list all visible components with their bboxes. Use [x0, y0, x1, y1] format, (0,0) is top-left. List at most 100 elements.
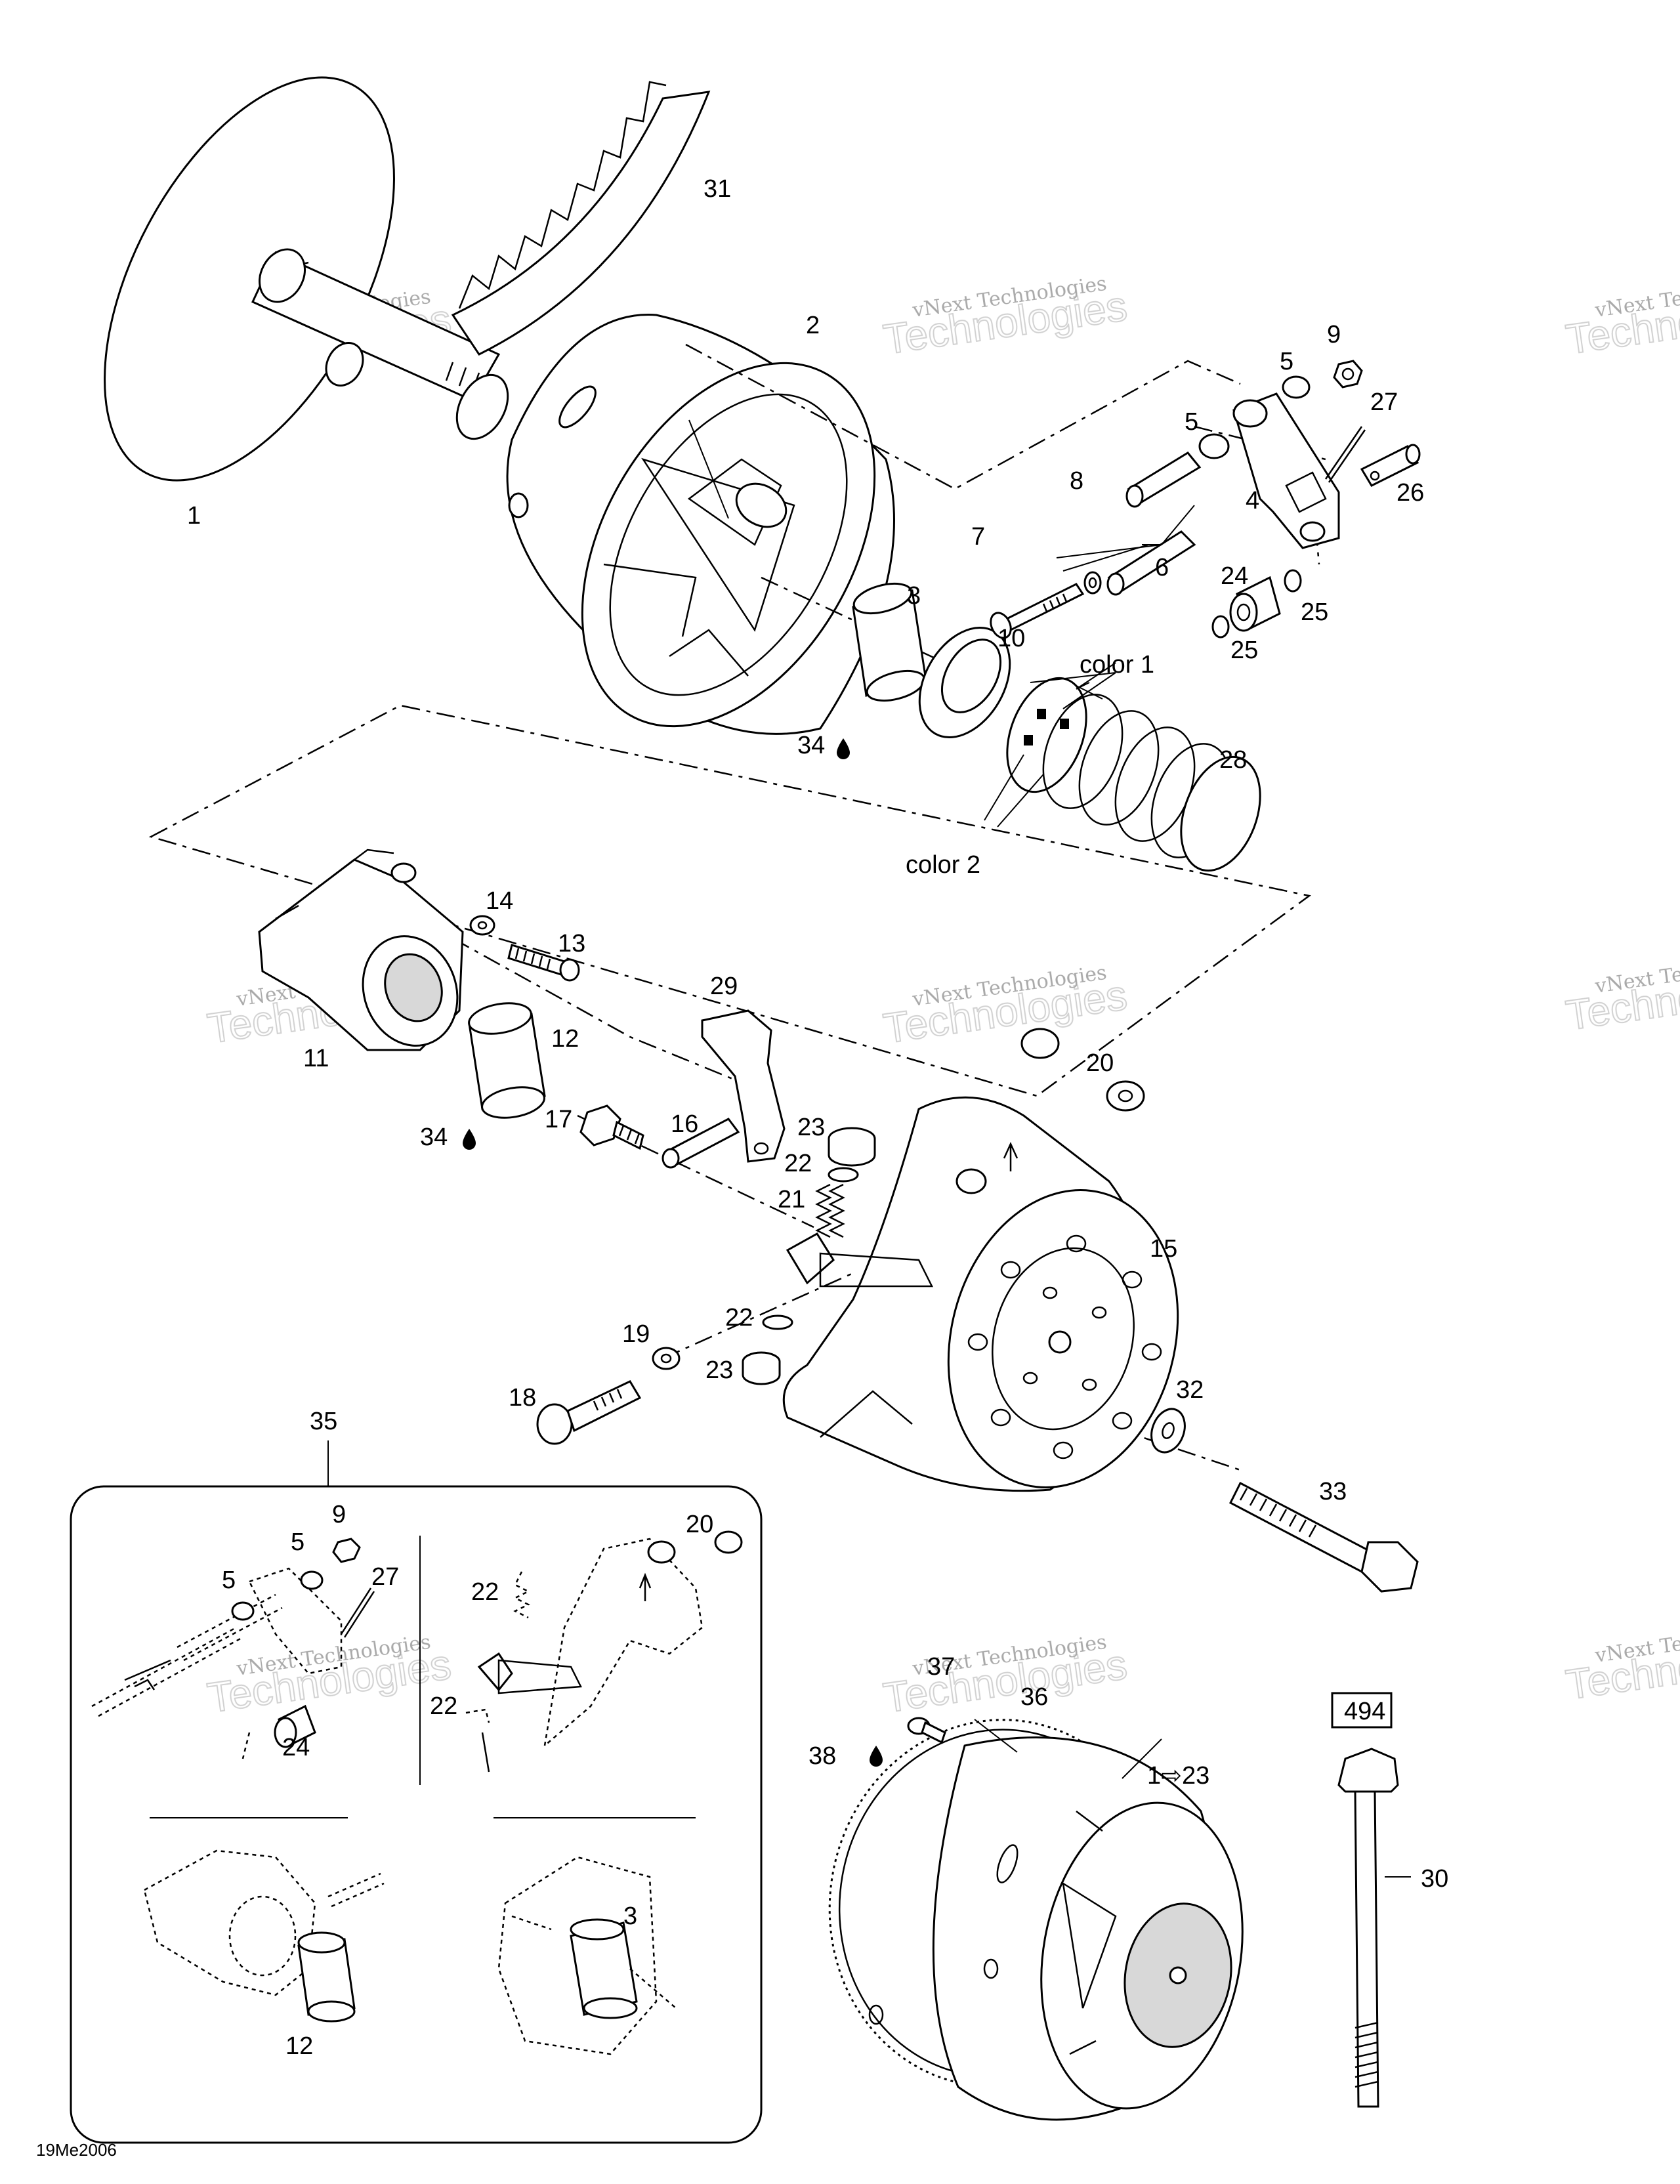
cotter-pin-27 [1324, 426, 1366, 483]
bushing-12 [468, 1002, 546, 1119]
flyweight-29 [701, 1009, 786, 1163]
callout-28: 28 [1219, 746, 1247, 774]
inset-cup [143, 1849, 385, 2023]
callout-38: 38 [808, 1742, 836, 1770]
inset-sheave [497, 1856, 677, 2055]
leader-lines [688, 419, 1411, 1878]
callout-34: 34 [797, 732, 825, 759]
callout-16: 16 [671, 1110, 698, 1138]
nut-9 [1333, 360, 1363, 388]
inset-callout-12: 12 [285, 2032, 313, 2060]
inset-box-35 [70, 1440, 763, 2144]
callout-35: 35 [310, 1408, 337, 1435]
governor-15 [782, 1028, 1179, 1492]
drive-belt [451, 81, 711, 356]
callout-30: 30 [1421, 1865, 1448, 1893]
inset-callout-5: 5 [222, 1566, 236, 1594]
pin-6 [1106, 452, 1202, 596]
callout-22: 22 [725, 1304, 753, 1332]
inset-spider [465, 1530, 743, 1773]
diagram-id: 19Me2006 [36, 2140, 117, 2160]
callout-18: 18 [509, 1384, 536, 1412]
bushing-23 [742, 1127, 876, 1385]
callout-25: 25 [1301, 598, 1328, 626]
grease-drop-icon [463, 738, 883, 1767]
tool-number: 494 [1344, 1698, 1385, 1725]
callout-20: 20 [1086, 1049, 1114, 1077]
callout-1: 1 [187, 502, 201, 530]
callout-33: 33 [1319, 1478, 1347, 1505]
pin-16 [662, 1118, 740, 1169]
washer-8 [1083, 571, 1102, 595]
callout-15: 15 [1150, 1235, 1177, 1263]
callout-labels: 1 2 3 4 5 5 6 7 8 9 10 11 12 13 14 15 16… [36, 175, 1448, 2160]
bolt-37 [907, 1717, 946, 1744]
inset-callout-9: 9 [332, 1501, 346, 1528]
callout-13: 13 [558, 930, 585, 957]
callout-37: 37 [927, 1653, 955, 1681]
callout-36: 36 [1020, 1683, 1048, 1711]
callout-9: 9 [1327, 321, 1341, 348]
bushing-3 [852, 582, 927, 702]
callout-2: 2 [806, 312, 820, 339]
inset-callout-22: 22 [471, 1578, 499, 1606]
inset-callout-22: 22 [430, 1692, 457, 1720]
callout-29: 29 [710, 973, 738, 1000]
callout-19: 19 [622, 1320, 650, 1348]
inset-callout-20: 20 [686, 1511, 713, 1538]
callout-14: 14 [486, 887, 513, 915]
callout-32: 32 [1176, 1376, 1204, 1404]
callout-8: 8 [1070, 467, 1083, 495]
spring-28 [1006, 677, 1261, 872]
callout-5: 5 [1185, 408, 1198, 436]
callout-5: 5 [1280, 348, 1293, 375]
callout-27: 27 [1370, 388, 1398, 416]
callout-7: 7 [971, 523, 985, 551]
movable-sheave [506, 314, 895, 735]
callout-1-to-23: 1⇨23 [1147, 1762, 1209, 1790]
callout-11: 11 [303, 1045, 329, 1072]
callout-26: 26 [1396, 479, 1424, 507]
washer-14 [469, 915, 495, 936]
nut-20 [1106, 1080, 1145, 1112]
callout-23: 23 [797, 1114, 825, 1141]
washer-19 [652, 1347, 681, 1370]
o-ring-22 [762, 1167, 859, 1330]
spring-21 [815, 1183, 845, 1238]
lever-assembly-4 [1232, 392, 1340, 549]
callout-24: 24 [1221, 562, 1248, 590]
inset-callout-24: 24 [282, 1734, 310, 1761]
callout-color-1: color 1 [1080, 651, 1154, 679]
inset-callout-5: 5 [291, 1528, 304, 1556]
governor-cup-11 [258, 849, 464, 1051]
callout-21: 21 [778, 1186, 805, 1213]
bushing-5 [1198, 375, 1311, 459]
inset-callout-27: 27 [371, 1563, 399, 1591]
bolt-18 [536, 1380, 642, 1445]
washer-25 [1211, 569, 1302, 639]
washer-10 [918, 626, 1011, 739]
roller-24 [1229, 576, 1281, 632]
callout-10: 10 [998, 625, 1025, 652]
callout-25: 25 [1230, 637, 1258, 664]
callout-31: 31 [704, 175, 731, 203]
inset-callout-3: 3 [623, 1902, 637, 1930]
washer-32 [1150, 1408, 1186, 1454]
callout-4: 4 [1246, 487, 1259, 514]
bolt-holes [967, 1234, 1162, 1460]
bolt-7 [990, 583, 1085, 639]
callout-color-2: color 2 [906, 851, 980, 879]
callout-17: 17 [545, 1106, 572, 1133]
callout-12: 12 [551, 1025, 579, 1053]
pin-26 [1360, 444, 1421, 487]
puller-tool-30 [1331, 1692, 1399, 2108]
fixed-sheave [104, 76, 509, 482]
bolt-33 [1229, 1481, 1419, 1593]
inset-lever [91, 1538, 375, 1759]
screw-13 [507, 944, 580, 982]
callout-3: 3 [907, 582, 921, 610]
callout-22: 22 [784, 1150, 812, 1177]
callout-6: 6 [1155, 554, 1169, 581]
screw-17 [579, 1104, 644, 1150]
